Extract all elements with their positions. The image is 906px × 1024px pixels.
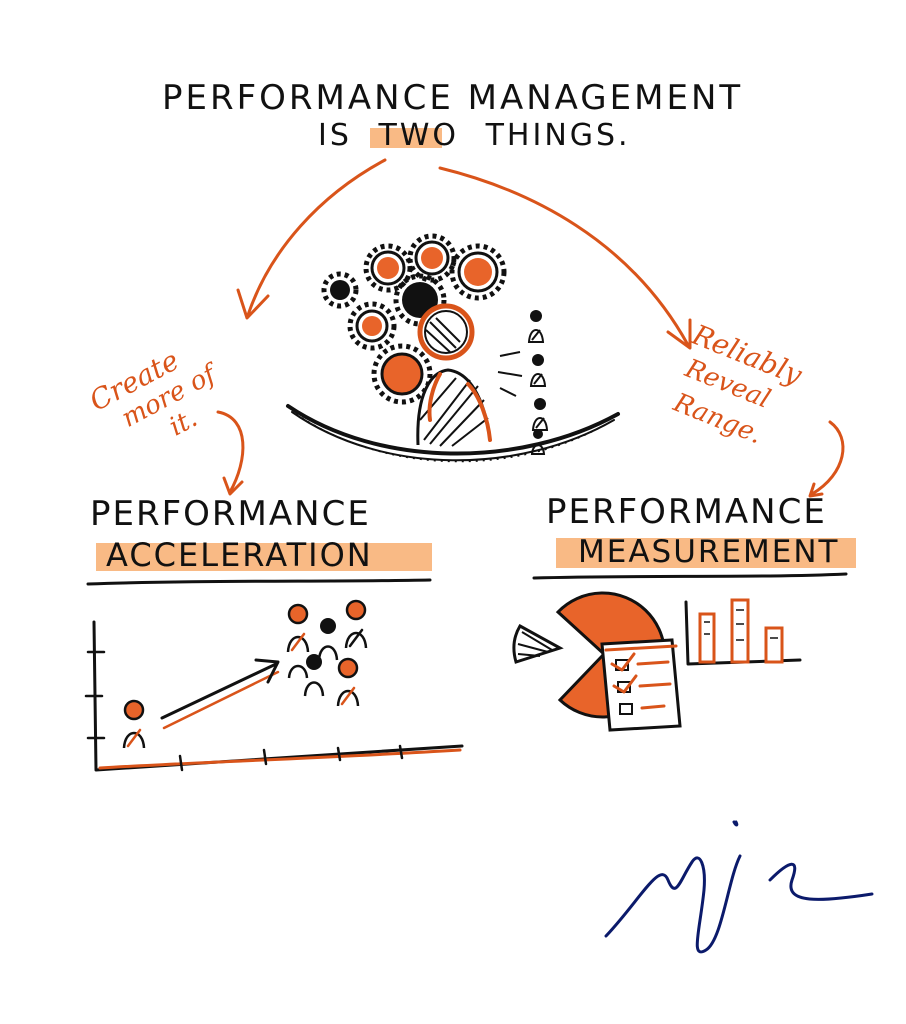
title-line1: PERFORMANCE MANAGEMENT: [162, 78, 744, 118]
arrow-left: [246, 158, 387, 317]
balance-beam-icon: [286, 404, 620, 463]
bar-chart-icon: [684, 598, 802, 666]
arrow-left-head: [236, 288, 270, 320]
right-heading-top: PERFORMANCE: [546, 492, 827, 532]
title-is: IS: [318, 118, 352, 153]
acceleration-underline: [86, 578, 432, 586]
right-heading-bottom: MEASUREMENT: [578, 534, 840, 570]
two-highlight: [370, 128, 442, 148]
measurement-highlight: [556, 538, 856, 568]
arrow-right-head: [666, 318, 692, 350]
growth-chart-icon: [84, 599, 464, 772]
checklist-icon: [600, 638, 682, 732]
title-things: THINGS.: [485, 118, 631, 153]
title-line2: IS TWO THINGS.: [318, 118, 631, 153]
gear-cluster-icon: [321, 233, 507, 405]
left-heading-bottom: ACCELERATION: [106, 536, 373, 574]
person-icon: [416, 303, 523, 447]
left-heading-top: PERFORMANCE: [90, 494, 371, 534]
left-curly-arrow: [216, 410, 245, 494]
right-curly-arrow: [810, 420, 845, 496]
signature: [604, 820, 874, 954]
measurement-underline: [532, 572, 848, 580]
title-two: TWO: [378, 118, 460, 153]
arrow-right: [438, 166, 690, 347]
people-column-icon: [527, 310, 549, 455]
acceleration-highlight: [96, 543, 432, 571]
